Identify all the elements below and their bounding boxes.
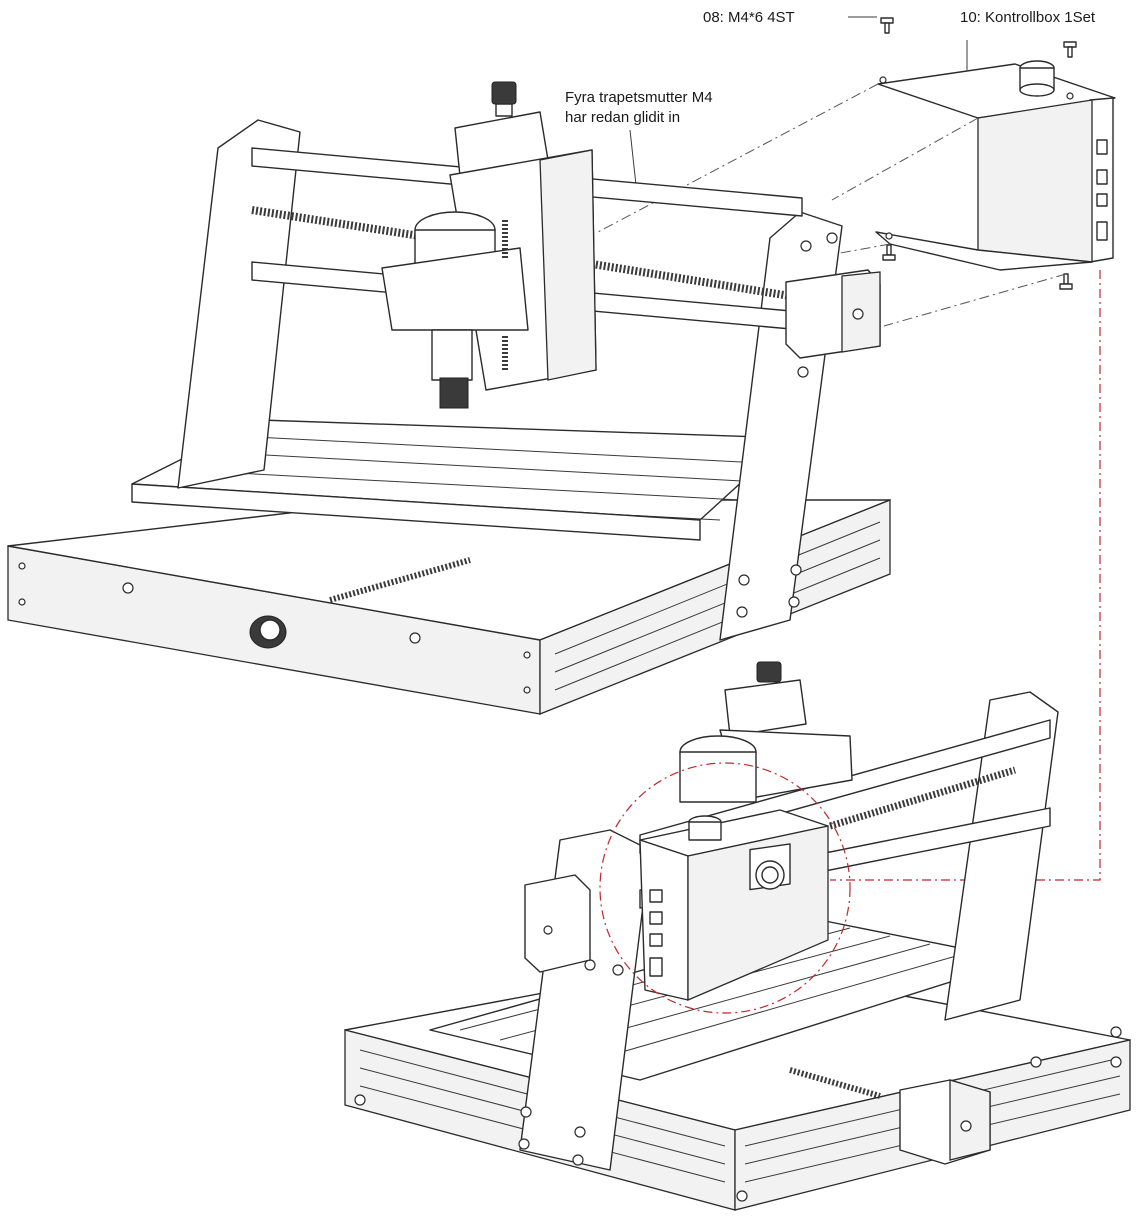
control-box-exploded [875,60,1116,271]
nut-leader [629,129,637,186]
screw-parts [880,17,1077,290]
projection-lines [597,83,1067,327]
cnc-machine-bottom [344,661,1131,1211]
controlbox-label: 10: Kontrollbox 1Set [960,9,1096,26]
cnc-machine-top [7,81,891,715]
callout-line [830,270,1101,881]
screw-label: 08: M4*6 4ST [703,9,795,26]
nut-label-line1: Fyra trapetsmutter M4 [565,89,713,106]
nut-label-line2: har redan glidit in [565,109,681,126]
